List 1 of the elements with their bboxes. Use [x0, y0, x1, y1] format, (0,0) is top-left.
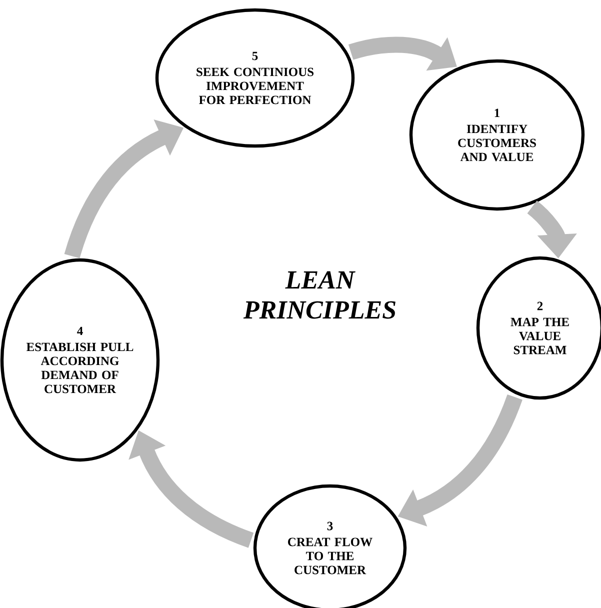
title: LEAN PRINCIPLES [243, 271, 396, 319]
